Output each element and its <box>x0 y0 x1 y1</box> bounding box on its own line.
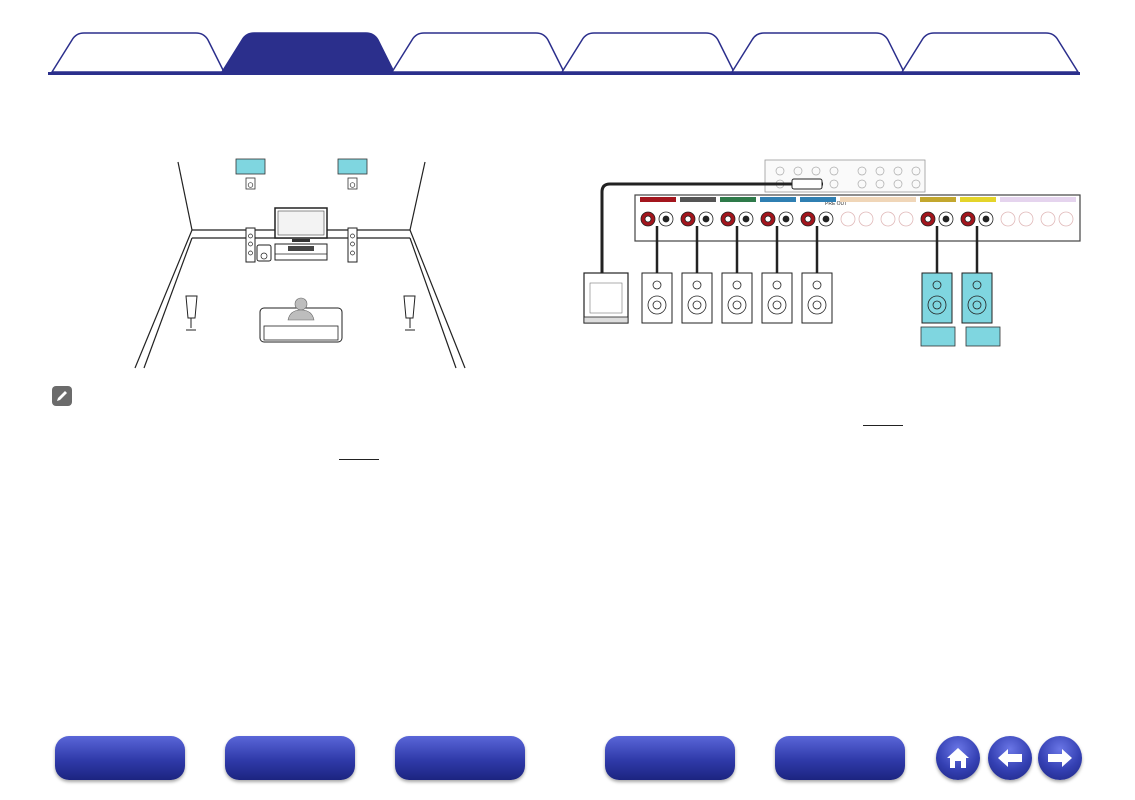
front-speaker-left-icon <box>245 227 256 263</box>
pre-out-label: PRE OUT <box>825 201 847 207</box>
connection-diagram: PRE OUT <box>583 159 1081 347</box>
tab-6[interactable] <box>900 32 1080 73</box>
footer-button-1[interactable] <box>55 736 185 780</box>
footer-button-2[interactable] <box>225 736 355 780</box>
subwoofer-icon <box>256 244 272 262</box>
height-speaker-right-icon <box>347 177 358 190</box>
surround-speaker-right-icon <box>403 295 416 331</box>
terminal-posts <box>640 211 994 227</box>
tab-4[interactable] <box>560 32 736 73</box>
tab-3[interactable] <box>390 32 566 73</box>
tab-underline <box>48 72 1080 75</box>
link-underline-left[interactable] <box>339 459 379 460</box>
back-button[interactable] <box>988 736 1032 780</box>
tab-bar <box>0 0 1135 80</box>
pencil-icon <box>57 391 67 401</box>
tab-shapes <box>50 32 1080 73</box>
height-speaker-label-right <box>337 158 368 175</box>
subwoofer-box-icon <box>583 272 629 324</box>
tab-2[interactable] <box>220 32 396 73</box>
back-arrow-icon <box>998 749 1022 767</box>
sofa-listener-icon <box>259 297 343 343</box>
surround-speaker-left-icon <box>185 295 198 331</box>
tab-1[interactable] <box>50 32 226 73</box>
height-speaker-boxes <box>920 272 1001 347</box>
home-button[interactable] <box>936 736 980 780</box>
home-icon <box>947 748 969 768</box>
height-speaker-left-icon <box>245 177 256 190</box>
pencil-note-icon <box>52 386 72 406</box>
footer-button-5[interactable] <box>775 736 905 780</box>
tab-5[interactable] <box>730 32 906 73</box>
tv-icon <box>274 207 328 261</box>
input-panel <box>764 159 926 193</box>
footer-button-4[interactable] <box>605 736 735 780</box>
forward-button[interactable] <box>1038 736 1082 780</box>
height-speaker-label-left <box>235 158 266 175</box>
link-underline-right[interactable] <box>863 425 903 426</box>
room-layout-diagram <box>134 158 466 369</box>
footer-button-3[interactable] <box>395 736 525 780</box>
speaker-boxes <box>641 272 833 324</box>
front-speaker-right-icon <box>347 227 358 263</box>
forward-arrow-icon <box>1048 749 1072 767</box>
